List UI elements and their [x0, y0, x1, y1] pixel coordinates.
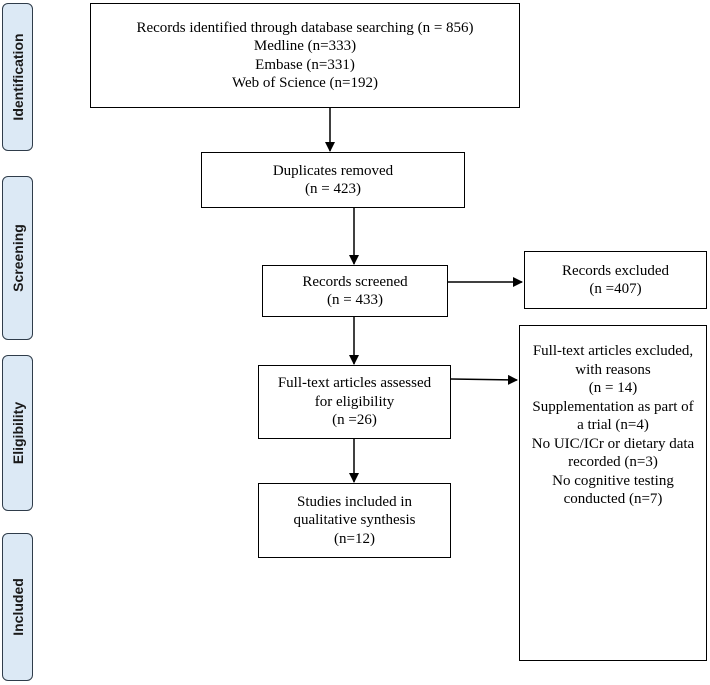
duplicates-removed-line: (n = 423): [305, 181, 361, 197]
duplicates-removed-line: Duplicates removed: [272, 162, 394, 179]
fulltext-excluded-line: a trial (n=4): [577, 417, 649, 433]
arrow-fulltext-to-excluded: [450, 374, 518, 385]
records-screened-line: (n = 433): [327, 292, 383, 308]
studies-included-line: qualitative synthesis: [293, 512, 416, 529]
fulltext-excluded-box: Full-text articles excluded, with reason…: [519, 325, 707, 661]
fulltext-excluded-line: recorded (n=3): [568, 454, 658, 470]
records-identified-box: Records identified through database sear…: [90, 3, 520, 108]
fulltext-excluded-line: with reasons: [575, 361, 651, 378]
fulltext-excluded-line: No cognitive testing: [552, 472, 674, 489]
studies-included-line: (n=12): [334, 530, 375, 547]
records-excluded-line: (n =407): [589, 281, 642, 297]
phase-tab-included: Included: [2, 533, 33, 681]
fulltext-excluded-line: Full-text articles excluded,: [532, 343, 694, 359]
records-screened-line: Records screened: [302, 273, 408, 290]
duplicates-removed-box: Duplicates removed (n = 423): [201, 152, 465, 208]
fulltext-excluded-line: (n = 14): [588, 380, 638, 396]
records-screened-box: Records screened (n = 433): [262, 265, 448, 317]
fulltext-assessed-line: (n =26): [332, 412, 377, 429]
studies-included-line: Studies included in: [297, 493, 412, 510]
records-identified-line: Embase (n=331): [255, 56, 355, 73]
records-excluded-box: Records excluded (n =407): [524, 251, 707, 309]
fulltext-excluded-line: No UIC/ICr or dietary data: [531, 435, 695, 452]
fulltext-excluded-line: Supplementation as part of: [532, 398, 694, 415]
phase-tab-eligibility: Eligibility: [2, 355, 33, 511]
fulltext-assessed-line: for eligibility: [314, 393, 395, 410]
studies-included-box: Studies included in qualitative synthesi…: [258, 483, 451, 558]
fulltext-assessed-box: Full-text articles assessed for eligibil…: [258, 365, 451, 439]
fulltext-excluded-line: conducted (n=7): [563, 491, 663, 507]
records-identified-line: Web of Science (n=192): [232, 75, 378, 91]
records-identified-line: Records identified through database sear…: [136, 19, 474, 36]
phase-tab-screening: Screening: [2, 176, 33, 340]
records-identified-line: Medline (n=333): [253, 38, 357, 54]
phase-tab-identification: Identification: [2, 3, 33, 151]
fulltext-assessed-line: Full-text articles assessed: [277, 375, 432, 392]
records-excluded-line: Records excluded: [561, 262, 670, 279]
